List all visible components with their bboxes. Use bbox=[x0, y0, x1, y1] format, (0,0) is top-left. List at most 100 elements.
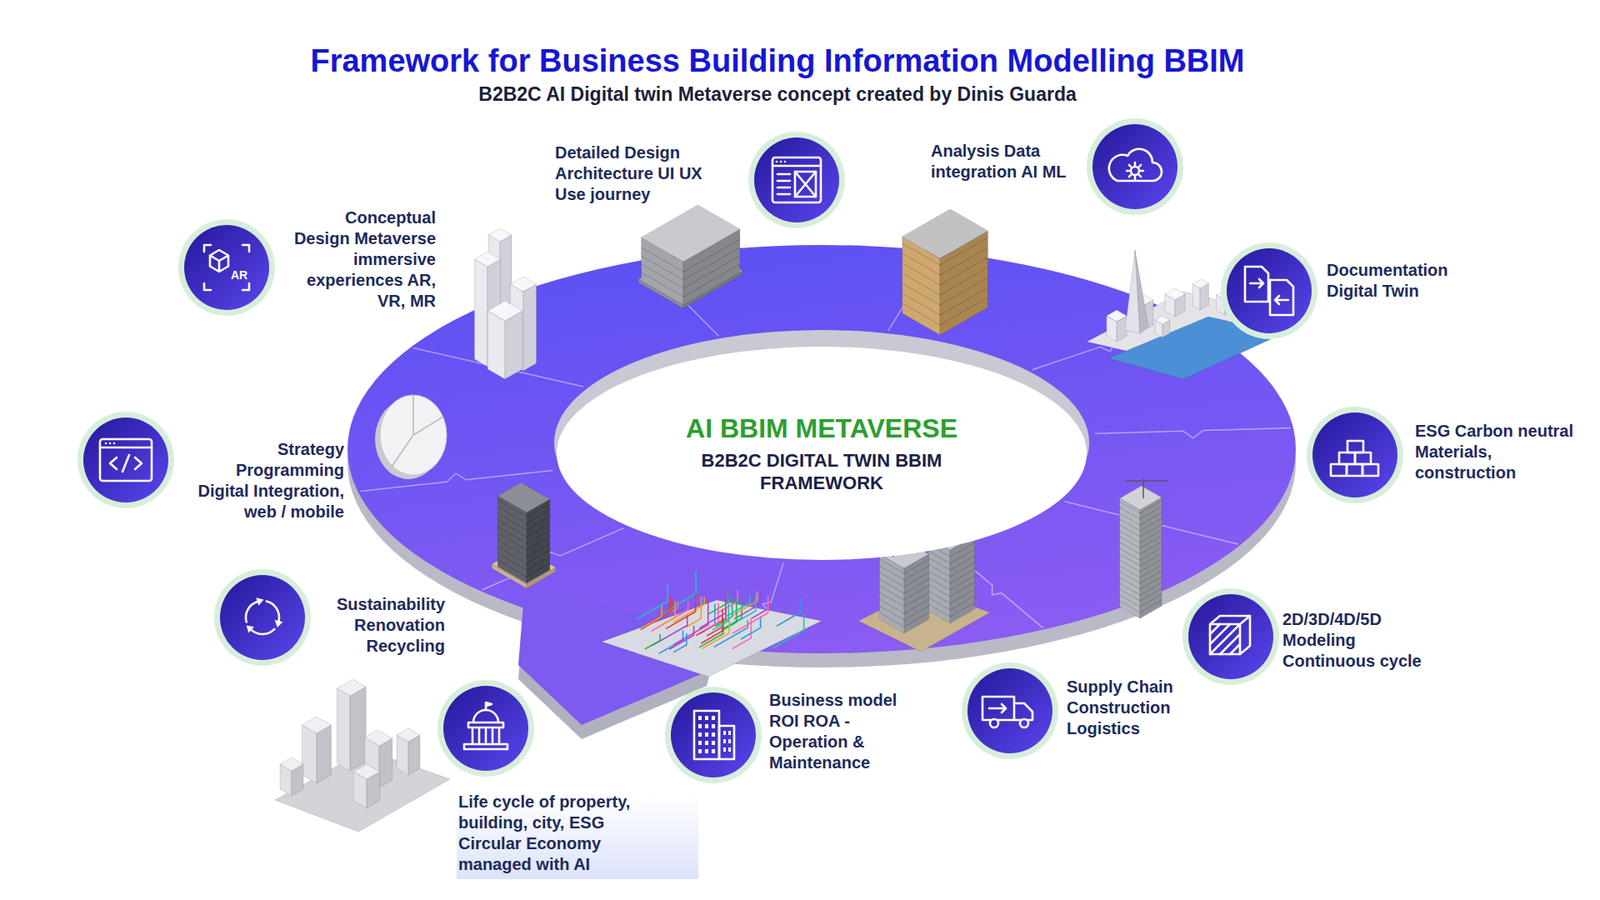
building-face bbox=[353, 764, 380, 780]
stage-icon: Analysis Data integration AI ML bbox=[1085, 117, 1185, 216]
glyph-stroke bbox=[1210, 624, 1240, 655]
glyph-arrowhead bbox=[255, 597, 264, 606]
icon-ring bbox=[437, 680, 535, 777]
label-holder: Business model ROI ROA - Operation & Mai… bbox=[769, 690, 928, 774]
glyph-circle bbox=[990, 719, 999, 728]
service-line bbox=[661, 600, 676, 625]
node-label: ESG Carbon neutral Materials, constructi… bbox=[1415, 420, 1582, 484]
glyph-stroke bbox=[1109, 149, 1162, 181]
icon-circle bbox=[1181, 587, 1280, 686]
icon-circle bbox=[960, 661, 1060, 760]
stage-icon: Strategy Programming Digital Integration… bbox=[76, 410, 175, 510]
glyph-rect bbox=[100, 439, 152, 481]
glyph-stroke bbox=[100, 446, 152, 450]
building-face bbox=[316, 725, 331, 784]
glyph-rect bbox=[711, 732, 715, 737]
glyph-rect bbox=[705, 740, 709, 745]
icon-glyph bbox=[1210, 615, 1250, 655]
glyph-stroke bbox=[472, 729, 500, 745]
floor-line bbox=[1120, 500, 1162, 514]
ring-top bbox=[347, 245, 1296, 654]
service-line bbox=[674, 601, 709, 645]
icon-disc bbox=[967, 668, 1053, 754]
icon-disc bbox=[220, 575, 305, 660]
icon-ring bbox=[77, 411, 175, 509]
glyph-rect bbox=[723, 747, 726, 752]
glyph-circle bbox=[109, 442, 112, 445]
glyph-circle bbox=[1130, 166, 1140, 175]
glyph-rect bbox=[468, 722, 504, 728]
building-face bbox=[365, 730, 393, 746]
stage-icon: Detailed Design Architecture UI UX Use j… bbox=[747, 130, 846, 230]
glyph-stroke bbox=[795, 171, 816, 197]
floor-line bbox=[902, 297, 989, 325]
glyph-stroke bbox=[473, 710, 499, 723]
icon-glyph bbox=[982, 696, 1033, 728]
floor-line bbox=[902, 247, 989, 275]
service-line bbox=[643, 605, 662, 627]
icon-circle bbox=[664, 685, 763, 785]
floor-line bbox=[879, 579, 929, 594]
service-line bbox=[636, 583, 668, 619]
floor-line bbox=[641, 239, 740, 272]
building-face bbox=[336, 679, 366, 696]
icon-circle bbox=[1085, 117, 1185, 216]
icon-glyph bbox=[464, 702, 508, 750]
icon-ring bbox=[1086, 118, 1184, 215]
glyph-circle bbox=[780, 160, 783, 164]
icon-glyph bbox=[772, 157, 821, 203]
stage-icon: Business model ROI ROA - Operation & Mai… bbox=[664, 685, 763, 785]
buildings bbox=[275, 205, 1284, 832]
floor-line bbox=[928, 602, 975, 617]
building-face bbox=[487, 300, 523, 321]
glyph-circle bbox=[784, 160, 787, 164]
building-face bbox=[396, 728, 420, 742]
building-face bbox=[280, 757, 304, 771]
pie-face bbox=[380, 395, 447, 475]
label-holder: B2B2C AI Digital twin Metaverse concept … bbox=[0, 82, 1555, 106]
subtitle: B2B2C AI Digital twin Metaverse concept … bbox=[0, 82, 1555, 106]
icon-ring bbox=[178, 219, 275, 316]
service-line bbox=[658, 600, 674, 615]
floor-line bbox=[879, 605, 929, 620]
service-line bbox=[707, 589, 728, 615]
label-holder: Conceptual Design Metaverse immersive ex… bbox=[290, 207, 436, 312]
pie-slices bbox=[391, 395, 444, 467]
service-line bbox=[699, 591, 726, 629]
glyph-rect bbox=[698, 732, 702, 737]
floor-line bbox=[879, 572, 929, 587]
spire bbox=[1135, 250, 1149, 334]
building-face bbox=[641, 205, 740, 262]
building-face bbox=[1106, 310, 1127, 322]
glyph-rect bbox=[711, 749, 715, 754]
center-heading: AI BBIM METAVERSE bbox=[685, 412, 958, 445]
glyph-rect bbox=[1330, 464, 1347, 476]
node-label: Strategy Programming Digital Integration… bbox=[185, 439, 345, 523]
glyph-rect bbox=[711, 715, 715, 720]
building-face bbox=[488, 228, 512, 242]
icon-glyph bbox=[694, 710, 735, 760]
building-face bbox=[474, 259, 488, 367]
icon-circle bbox=[213, 568, 312, 667]
glyph-stroke bbox=[204, 245, 250, 290]
center-text-wrap: AI BBIM METAVERSE B2B2C DIGITAL TWIN BBIM… bbox=[556, 346, 1087, 560]
building-face bbox=[505, 310, 523, 380]
node-label: Conceptual Design Metaverse immersive ex… bbox=[290, 207, 436, 312]
glyph-rect bbox=[795, 171, 816, 197]
floor-line bbox=[641, 255, 740, 289]
service-line bbox=[705, 603, 719, 630]
service-line bbox=[665, 593, 696, 630]
glyph-stroke bbox=[110, 455, 142, 472]
center-subheading: B2B2C DIGITAL TWIN BBIM FRAMEWORK bbox=[680, 449, 964, 495]
building-face bbox=[1192, 279, 1209, 289]
service-line bbox=[640, 595, 671, 630]
label-holder: ESG Carbon neutral Materials, constructi… bbox=[1415, 420, 1582, 484]
service-line bbox=[673, 633, 687, 653]
glyph-stroke bbox=[251, 629, 275, 635]
building-face bbox=[950, 535, 975, 624]
icon-circle bbox=[1220, 241, 1319, 340]
building-face bbox=[523, 284, 537, 371]
glyph-stroke bbox=[1275, 295, 1289, 305]
glyph-rect bbox=[698, 724, 702, 729]
